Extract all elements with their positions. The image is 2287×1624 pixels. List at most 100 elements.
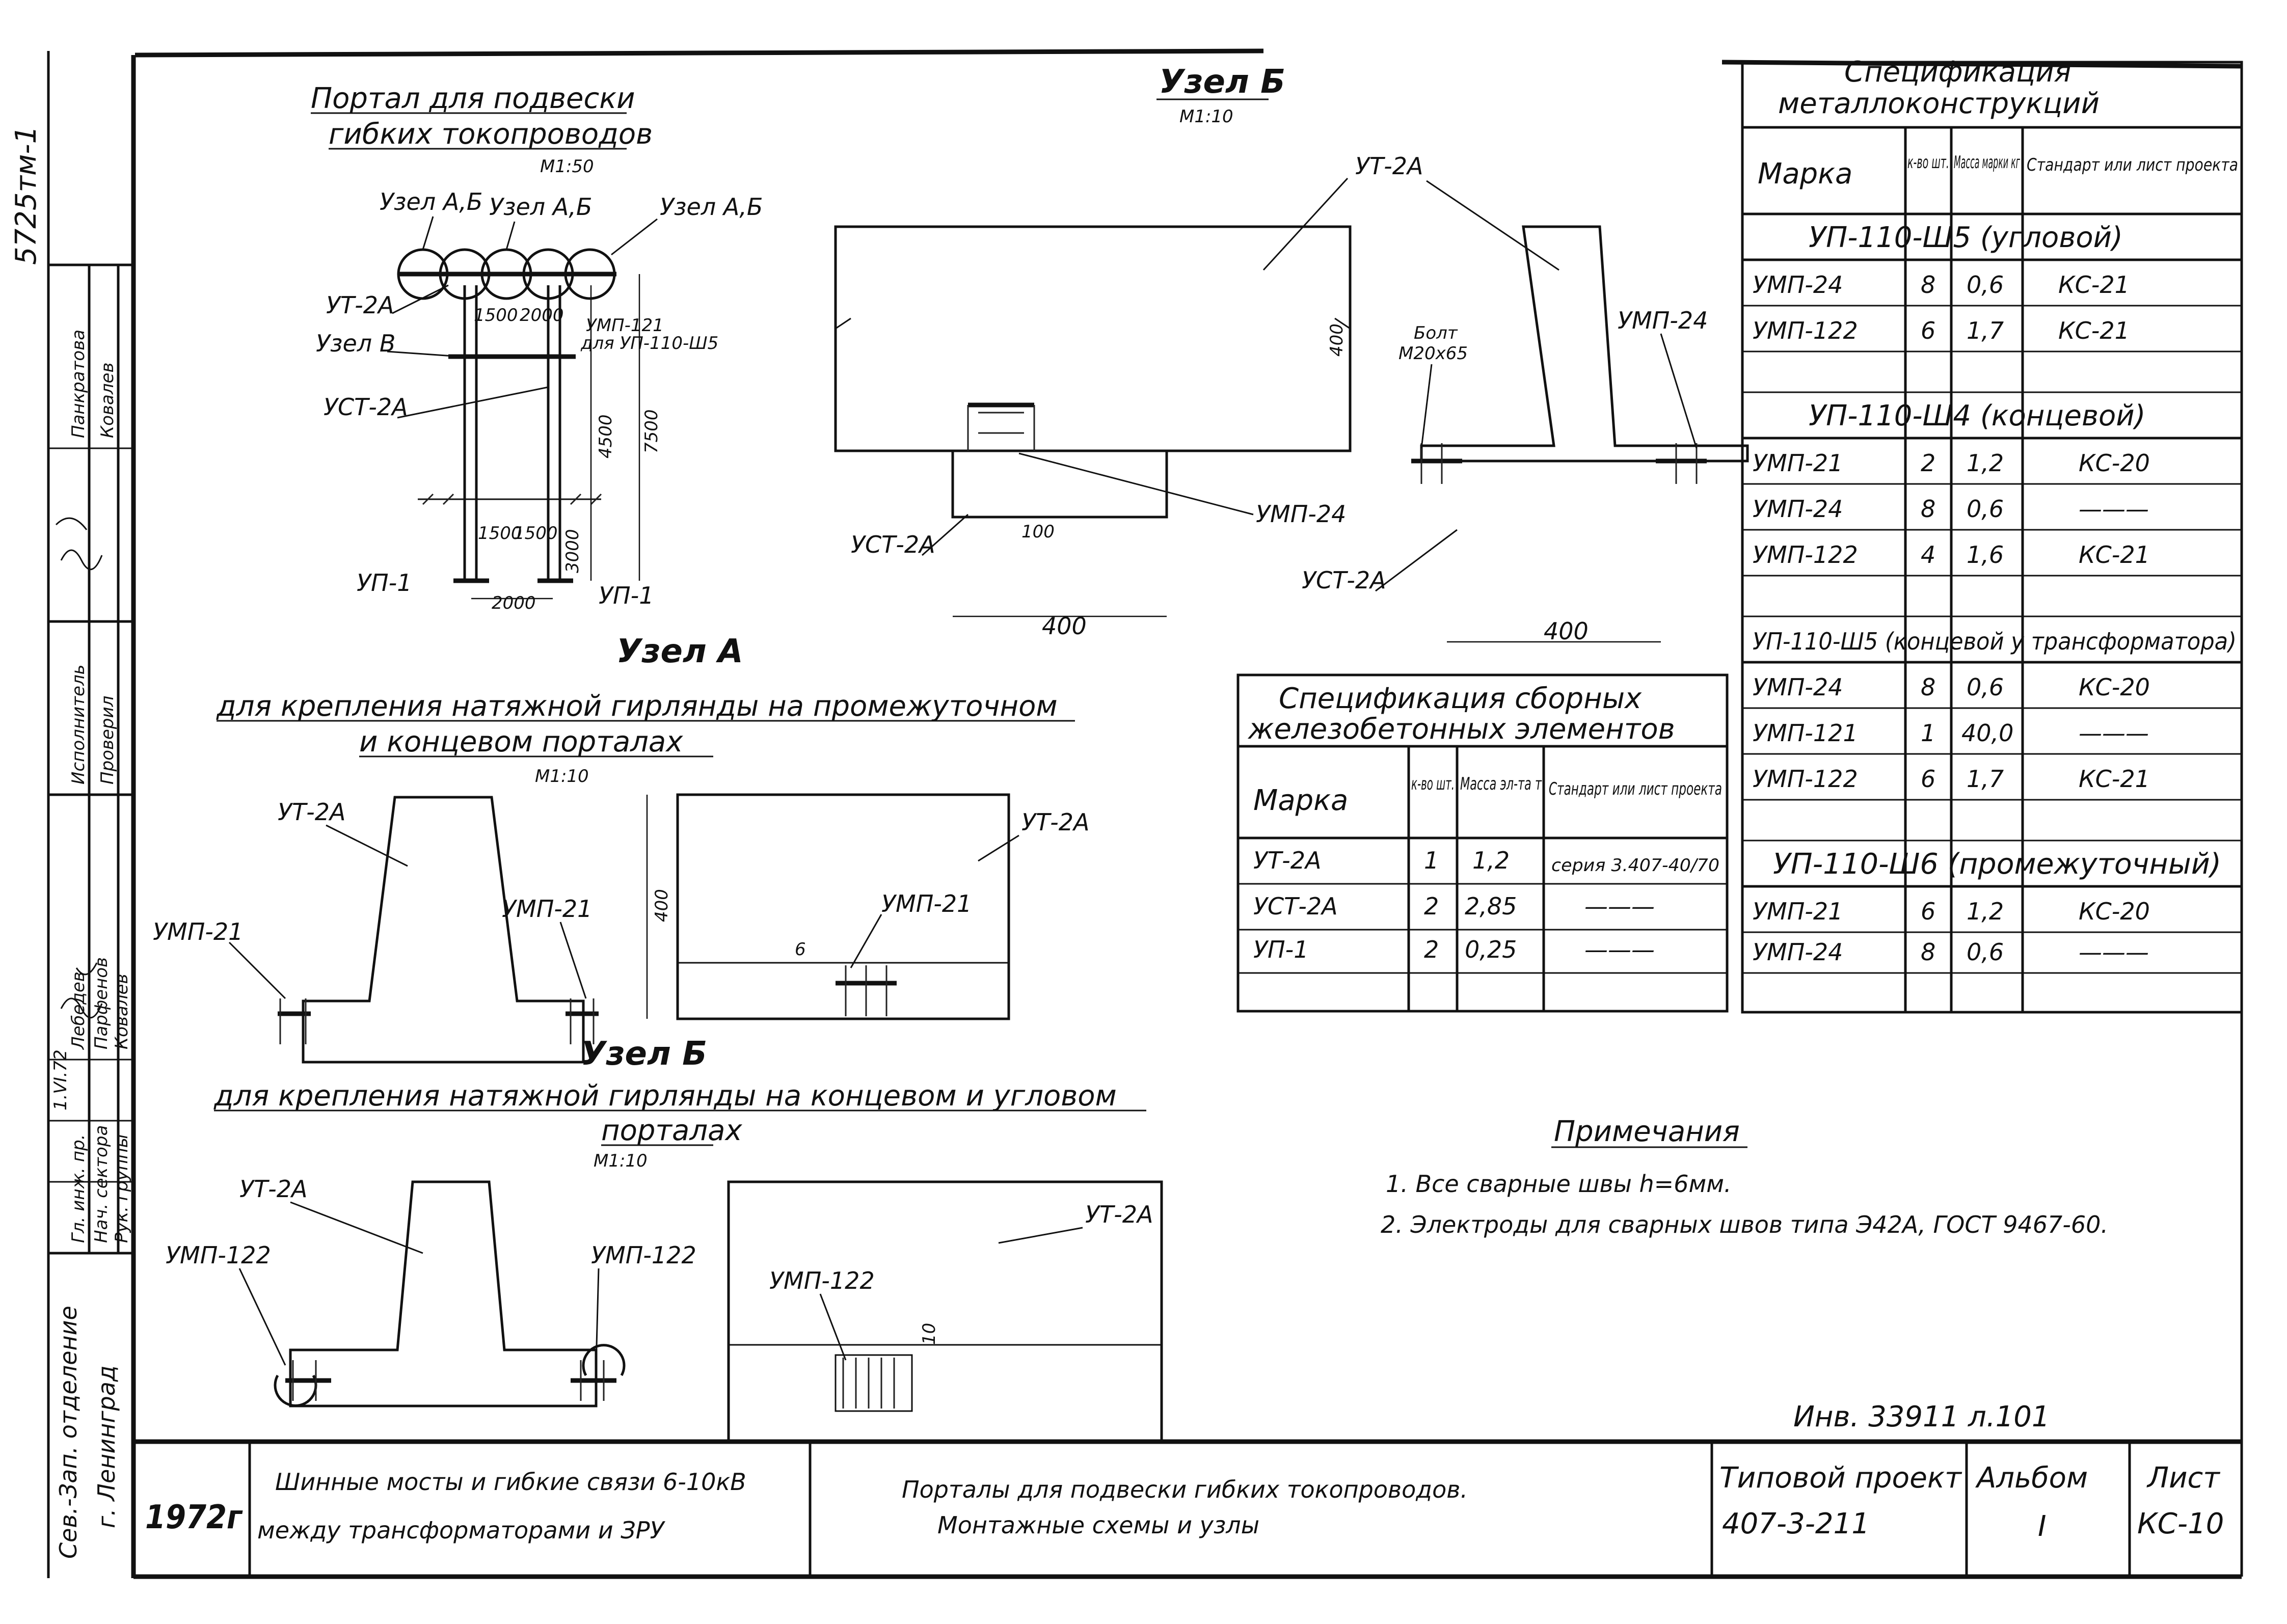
spec-concrete-head-qty: к-во шт.	[1411, 774, 1455, 794]
spec-metal-g2-r1-qty: 2	[1921, 449, 1935, 477]
uzel-b-bottom-subtitle-line2: порталах	[601, 1114, 742, 1147]
portal-label-ust: УСТ-2А	[324, 393, 408, 421]
uzel-b-top-label-ump24-right: УМП-24	[1618, 307, 1708, 334]
title-object-line1: Шинные мосты и гибкие связи 6-10кВ	[275, 1468, 746, 1496]
dim-span: 2000	[492, 593, 536, 613]
portal-label-up1-left: УП-1	[357, 569, 412, 597]
title-sheet-line2: Монтажные схемы и узлы	[937, 1511, 1259, 1539]
spec-metal-g3-r3-mass: 1,7	[1967, 765, 2004, 793]
spec-metal-title-line1: Спецификация	[1844, 56, 2071, 89]
title-project-label: Типовой проект	[1719, 1461, 1962, 1495]
spec-metal-g4-r1-mark: УМП-21	[1753, 898, 1843, 925]
spec-metal-g3-r1-mass: 0,6	[1967, 673, 2004, 701]
notes: Примечания 1. Все сварные швы h=6мм. 2. …	[1381, 1115, 2108, 1238]
uzel-b-top-scale: М1:10	[1179, 106, 1233, 127]
spec-metal-g3-r1-qty: 8	[1921, 673, 1935, 701]
uzel-a-scale: М1:10	[535, 766, 589, 787]
spec-metal-g1-r2-mass: 1,7	[1967, 317, 2004, 344]
spec-metal-group3-title: УП-110-Ш5 (концевой у трансформатора)	[1753, 628, 2237, 655]
spec-metal-g3-r1-mark: УМП-24	[1753, 673, 1843, 701]
spec-metal-table: Спецификация металлоконструкций Марка к-…	[1741, 56, 2243, 1014]
title-sheet-number: КС-10	[2137, 1507, 2224, 1540]
dim-top-b: 2000	[520, 305, 564, 326]
spec-metal-g2-r1-mark: УМП-21	[1753, 449, 1843, 477]
spec-metal-g3-r2-qty: 1	[1921, 719, 1935, 747]
dim-base-b: 1500	[514, 523, 558, 544]
title-object-line2: между трансформаторами и ЗРУ	[257, 1517, 666, 1544]
spec-concrete-head-mass: Масса эл-та т	[1460, 774, 1542, 794]
spec-metal-g1-r2-qty: 6	[1921, 317, 1935, 344]
spec-metal-g3-r2-std: ———	[2079, 719, 2149, 747]
uzel-a-label-ump21-left: УМП-21	[153, 918, 243, 945]
side-name-4: Парфенов	[91, 957, 112, 1049]
uzel-b-bottom: Узел Б для крепления натяжной гирлянды н…	[166, 1035, 1163, 1443]
side-date: 1.VI.72	[50, 1049, 71, 1111]
spec-metal-g4-r1-std: КС-20	[2079, 898, 2150, 925]
spec-concrete-r1-mark: УТ-2А	[1253, 847, 1321, 874]
side-role-3: Гл. инж. пр.	[68, 1134, 89, 1243]
spec-metal-g4-r1-qty: 6	[1921, 898, 1935, 925]
side-role-5: Рук. группы	[112, 1134, 132, 1243]
dim-uzel-b-bottom-weld: 10	[919, 1323, 939, 1345]
portal-label-up1-right: УП-1	[599, 582, 654, 609]
spec-metal-g4-r2-qty: 8	[1921, 938, 1935, 966]
dim-base-a: 1500	[478, 523, 522, 544]
spec-concrete-r3-std: ———	[1584, 936, 1655, 963]
spec-metal-g2-r2-mass: 0,6	[1967, 495, 2004, 523]
side-role-2: Проверил	[97, 696, 118, 784]
uzel-a-title: Узел А	[616, 633, 743, 670]
spec-metal-rules	[1742, 258, 2242, 974]
title-sheet-line1: Порталы для подвески гибких токопроводов…	[902, 1476, 1468, 1503]
spec-metal-g1-r2-mark: УМП-122	[1753, 317, 1858, 344]
portal-title-line2: гибких токопроводов	[329, 118, 653, 151]
title-sheet-label: Лист	[2146, 1461, 2220, 1495]
uzel-b-top-label-bolt-size: М20х65	[1398, 343, 1468, 364]
dim-uzel-b-w-right: 400	[1544, 617, 1589, 645]
spec-metal-g3-r3-mark: УМП-122	[1753, 765, 1858, 793]
spec-metal-g2-r2-qty: 8	[1921, 495, 1935, 523]
spec-concrete-r2-qty: 2	[1424, 892, 1439, 920]
portal-overview: Портал для подвески гибких токопроводов …	[311, 82, 763, 613]
uzel-b-top-title: Узел Б	[1159, 63, 1285, 101]
portal-label-uzel-ab-1: Узел А,Б	[380, 188, 482, 215]
uzel-b-bottom-label-ump122-right: УМП-122	[591, 1241, 696, 1269]
portal-label-ump121-note: для УП-110-Ш5	[580, 333, 718, 354]
uzel-b-bottom-label-ump122-side: УМП-122	[769, 1267, 875, 1294]
portal-label-uzel-ab-2: Узел А,Б	[489, 193, 592, 221]
uzel-b-bottom-label-ut-left: УТ-2А	[239, 1175, 307, 1203]
notes-item-2: 2. Электроды для сварных швов типа Э42А,…	[1381, 1211, 2108, 1238]
spec-metal-g2-r3-std: КС-21	[2079, 541, 2150, 569]
spec-metal-head-mass: Масса марки кг	[1954, 152, 2021, 173]
dim-mid: 4500	[596, 414, 616, 458]
spec-concrete-title-line1: Спецификация сборных	[1279, 682, 1642, 715]
uzel-b-top-label-ust-right: УСТ-2А	[1302, 566, 1386, 594]
spec-metal-g2-r3-qty: 4	[1921, 541, 1935, 569]
spec-concrete-r1-mass: 1,2	[1472, 847, 1510, 874]
side-name-1: Панкратова	[68, 330, 89, 438]
side-name-3: Лебедев	[68, 971, 89, 1050]
spec-metal-g2-r2-std: ———	[2079, 495, 2149, 523]
spec-concrete-r3-qty: 2	[1424, 936, 1439, 963]
spec-metal-g4-r2-mark: УМП-24	[1753, 938, 1843, 966]
spec-metal-g2-r2-mark: УМП-24	[1753, 495, 1843, 523]
side-code: 5725тм-1	[10, 126, 43, 265]
spec-concrete-head-mark: Марка	[1253, 784, 1348, 817]
portal-scale: М1:50	[540, 156, 594, 177]
spec-concrete-head-std: Стандарт или лист проекта	[1549, 779, 1722, 799]
uzel-b-bottom-label-ump122-left: УМП-122	[166, 1241, 271, 1269]
uzel-a-label-ut-left: УТ-2А	[278, 798, 345, 826]
dim-uzel-a-weld: 6	[795, 939, 806, 960]
spec-metal-head-std: Стандарт или лист проекта	[2027, 155, 2238, 175]
portal-label-ump121: УМП-121	[586, 315, 664, 336]
spec-metal-g2-r1-mass: 1,2	[1967, 449, 2004, 477]
spec-concrete-r3-mark: УП-1	[1253, 936, 1309, 963]
title-block: 1972г Шинные мосты и гибкие связи 6-10кВ…	[133, 1439, 2242, 1577]
spec-concrete-r3-mass: 0,25	[1465, 936, 1517, 963]
title-album-label: Альбом	[1975, 1461, 2088, 1495]
uzel-b-bottom-label-ut-right: УТ-2А	[1085, 1201, 1153, 1228]
uzel-a-subtitle-line2: и концевом порталах	[359, 725, 683, 759]
title-year: 1972г	[145, 1499, 243, 1536]
dim-depth: 3000	[562, 529, 583, 573]
uzel-a-label-ump21-right: УМП-21	[502, 895, 592, 923]
